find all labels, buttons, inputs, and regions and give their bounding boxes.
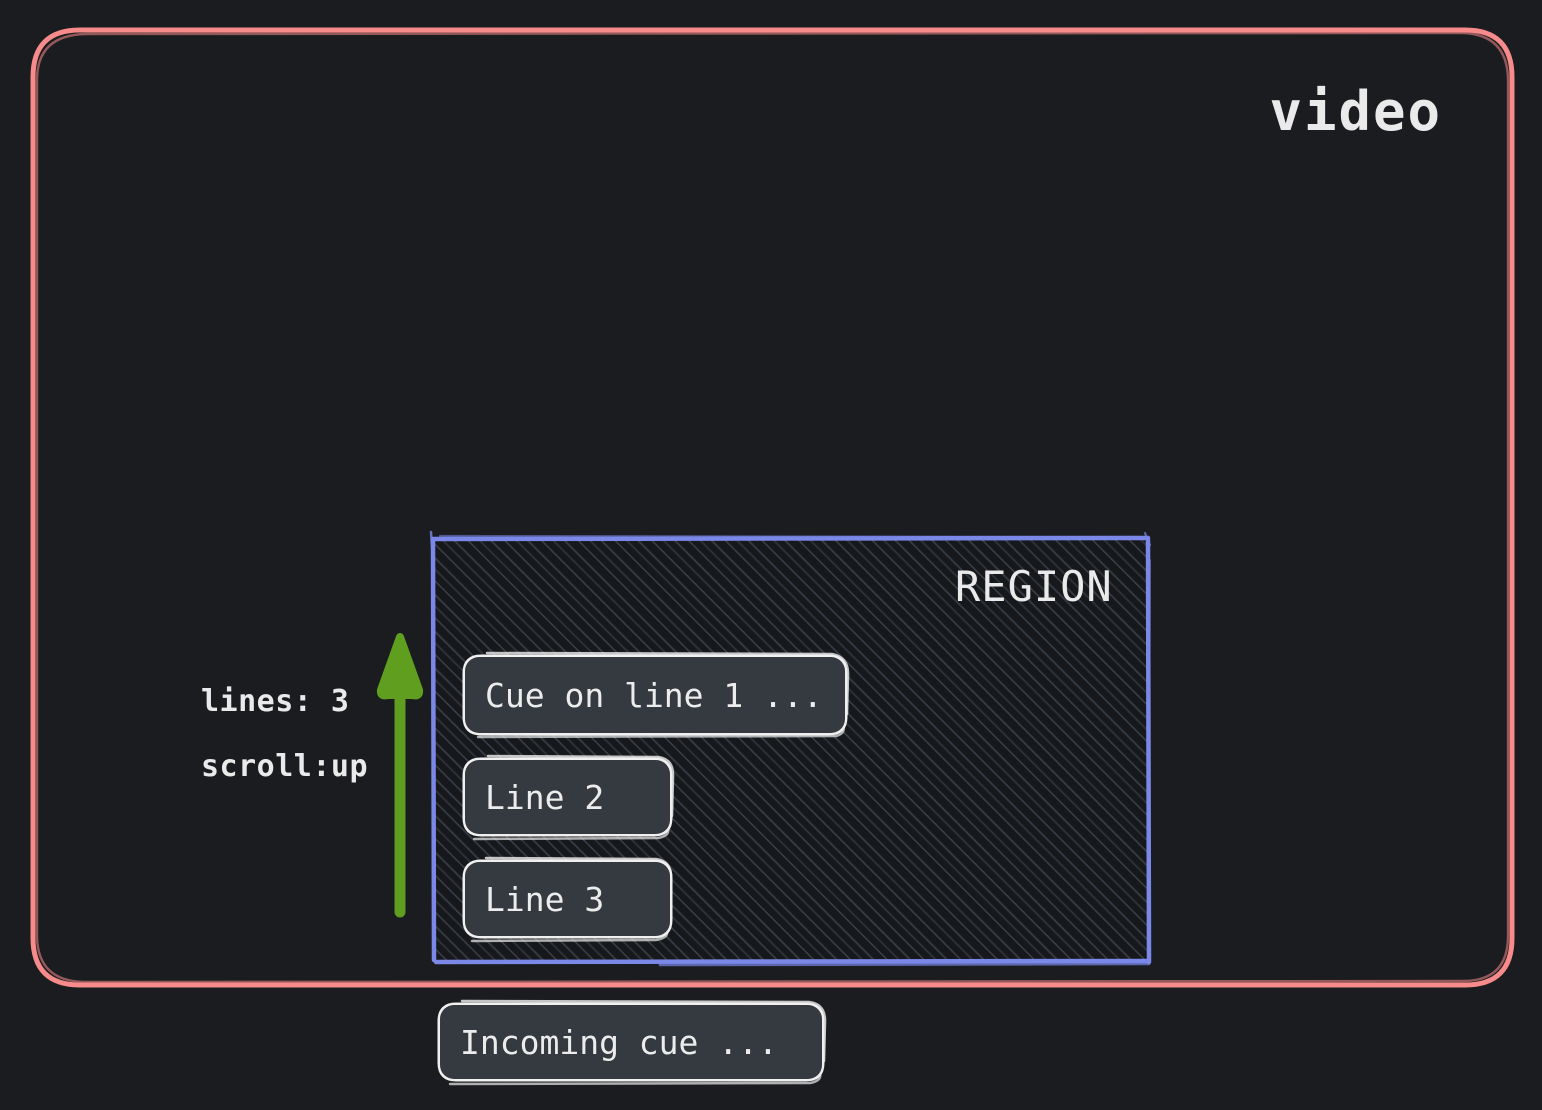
cue-box-line-1[interactable]: Cue on line 1 ...	[465, 657, 845, 733]
region-label: REGION	[955, 562, 1113, 611]
scroll-annotation: scroll:up	[201, 749, 369, 784]
video-label: video	[1269, 80, 1442, 143]
lines-annotation: lines: 3	[201, 684, 350, 719]
cue-box-line-3[interactable]: Line 3	[465, 862, 670, 936]
cue-box-line-2[interactable]: Line 2	[465, 760, 670, 834]
incoming-cue-box[interactable]: Incoming cue ...	[440, 1005, 822, 1079]
region-border	[429, 530, 1152, 967]
